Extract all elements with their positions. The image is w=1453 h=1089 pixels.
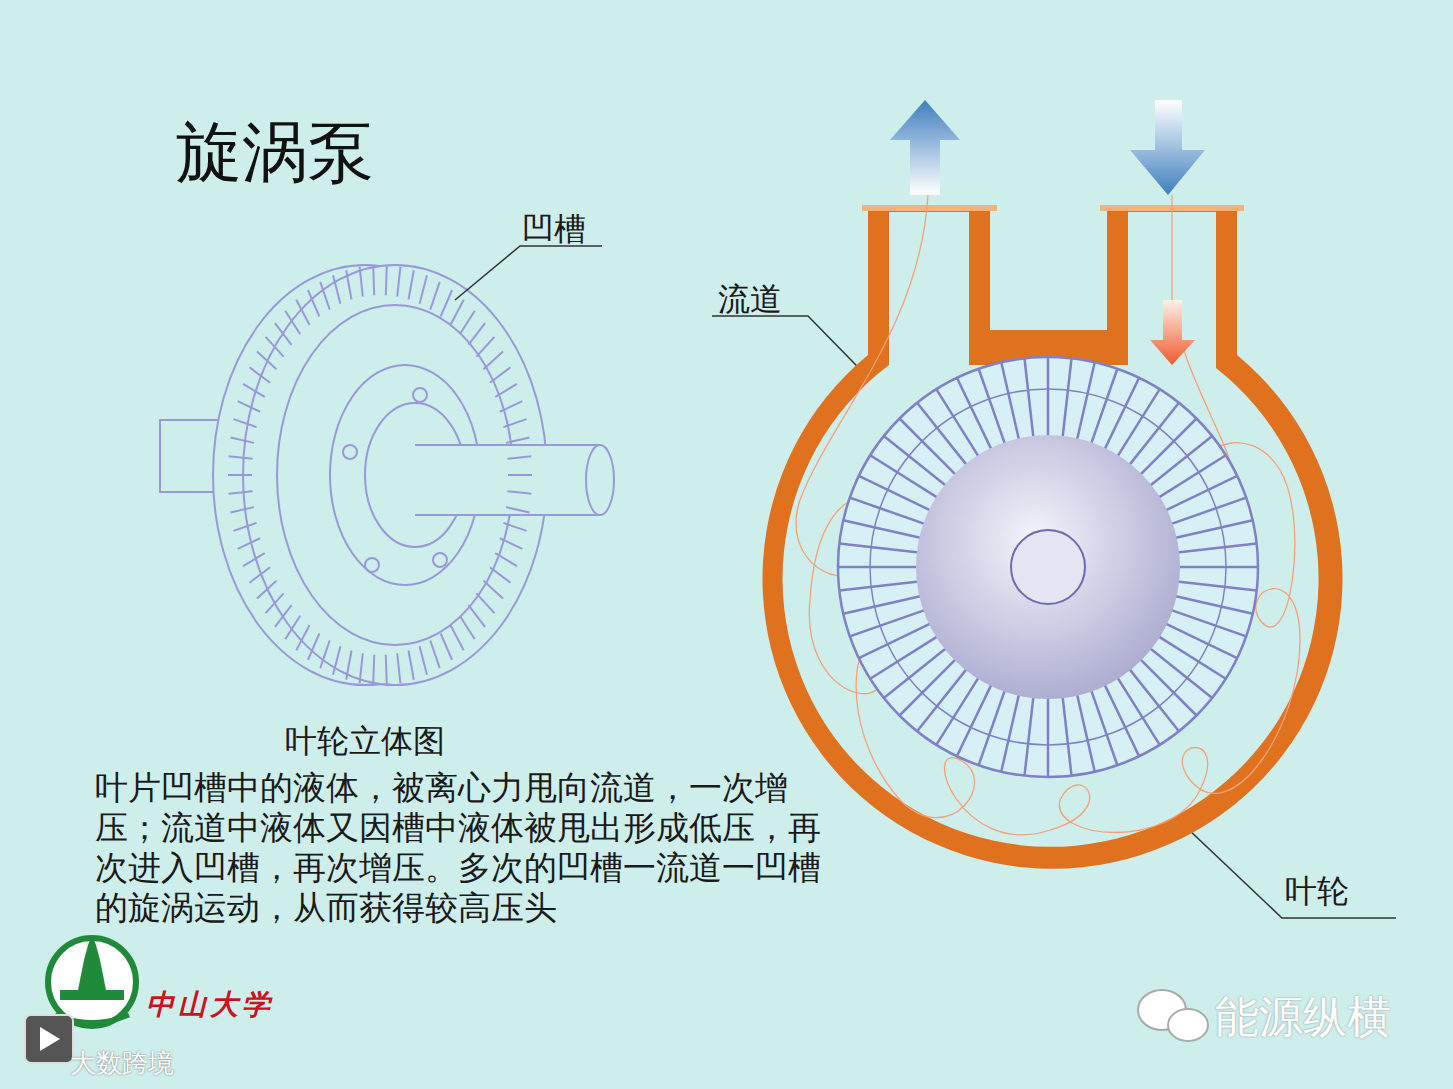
part-label: 流道	[718, 278, 782, 322]
part-label: 凹槽	[522, 208, 586, 252]
inlet-arrow	[1130, 100, 1205, 195]
flow-arrow	[1150, 300, 1195, 365]
figure-label: 叶轮立体图	[285, 720, 445, 764]
university-logo	[48, 935, 136, 1026]
impeller-3d	[160, 265, 614, 685]
title: 旋涡泵	[176, 108, 374, 198]
watermark: 大数跨境	[70, 1046, 174, 1081]
watermark: 能源纵横	[1215, 988, 1391, 1047]
part-label: 叶轮	[1285, 870, 1349, 914]
wechat-icon	[1138, 990, 1208, 1041]
outlet-arrow	[890, 100, 960, 195]
impeller	[838, 357, 1258, 777]
description: 叶片凹槽中的液体，被离心力甩向流道，一次增压；流道中液体又因槽中液体被甩出形成低…	[95, 768, 825, 928]
logo-text: 中山大学	[146, 986, 274, 1024]
video-icon	[25, 1015, 73, 1063]
